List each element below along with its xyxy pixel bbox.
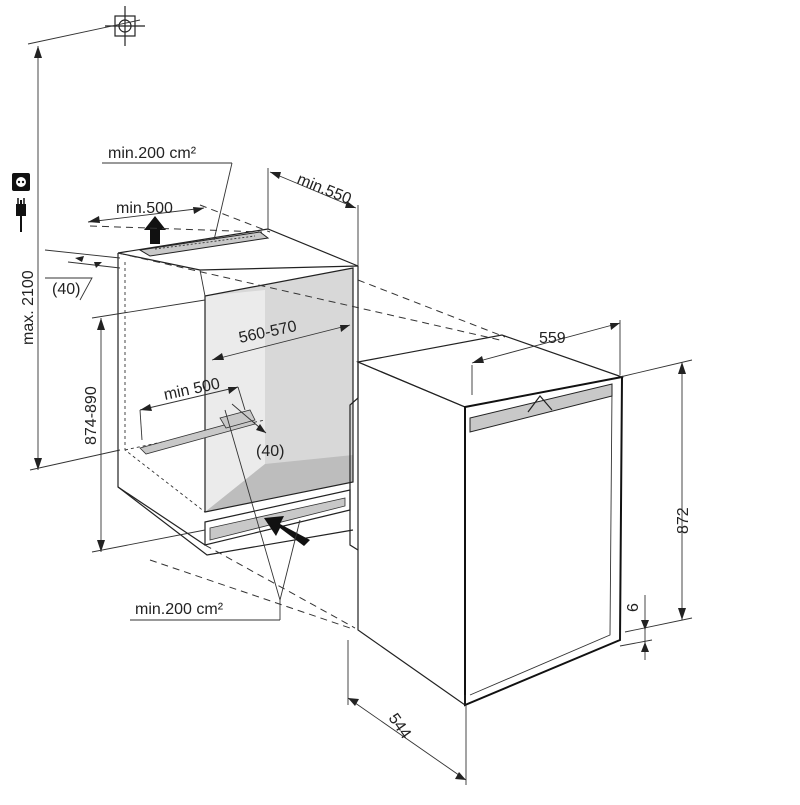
appliance-width-label: 559 — [539, 330, 566, 347]
vent-top-width-dimension: min.500 — [87, 200, 271, 233]
appliance-height-dimension: 872 — [619, 359, 693, 633]
appliance-foot-label: 6 — [625, 603, 642, 612]
alignment-guides — [117, 252, 506, 629]
top-vent-arrow-icon — [144, 216, 166, 244]
niche-height-label: 874-890 — [83, 386, 100, 445]
bottom-gap-label: (40) — [256, 443, 284, 460]
socket-icon — [12, 173, 30, 191]
ceiling-reference-line — [27, 19, 141, 45]
top-vent-grille — [138, 231, 270, 257]
appliance-width-dimension: 559 — [471, 320, 621, 395]
vent-bottom-leader — [130, 409, 301, 621]
plug-icon — [16, 198, 26, 232]
vent-top-leader — [213, 162, 233, 241]
appliance-depth-label: 544 — [385, 711, 414, 743]
max-height-label: max. 2100 — [20, 270, 37, 345]
vent-top-area-label: min.200 cm² — [108, 145, 197, 162]
niche-height-dimension: 874-890 — [83, 299, 206, 553]
appliance-foot-dimension: 6 — [619, 595, 653, 660]
max-height-dimension: max. 2100 — [20, 46, 121, 471]
appliance-height-label: 872 — [675, 507, 692, 534]
niche-depth-label: min.550 — [295, 171, 354, 208]
fridge-appliance — [349, 334, 625, 707]
top-gap-label: (40) — [52, 281, 80, 298]
niche-depth-dimension: min.550 — [269, 171, 357, 209]
vent-bottom-area-label: min.200 cm² — [135, 601, 224, 618]
top-gap-dimension: (40) — [44, 249, 121, 301]
cabinet-niche — [117, 168, 359, 556]
vent-top-width-label: min.500 — [116, 200, 173, 217]
appliance-depth-dimension: 544 — [347, 640, 467, 785]
bottom-vent-arrow-icon — [264, 516, 310, 546]
